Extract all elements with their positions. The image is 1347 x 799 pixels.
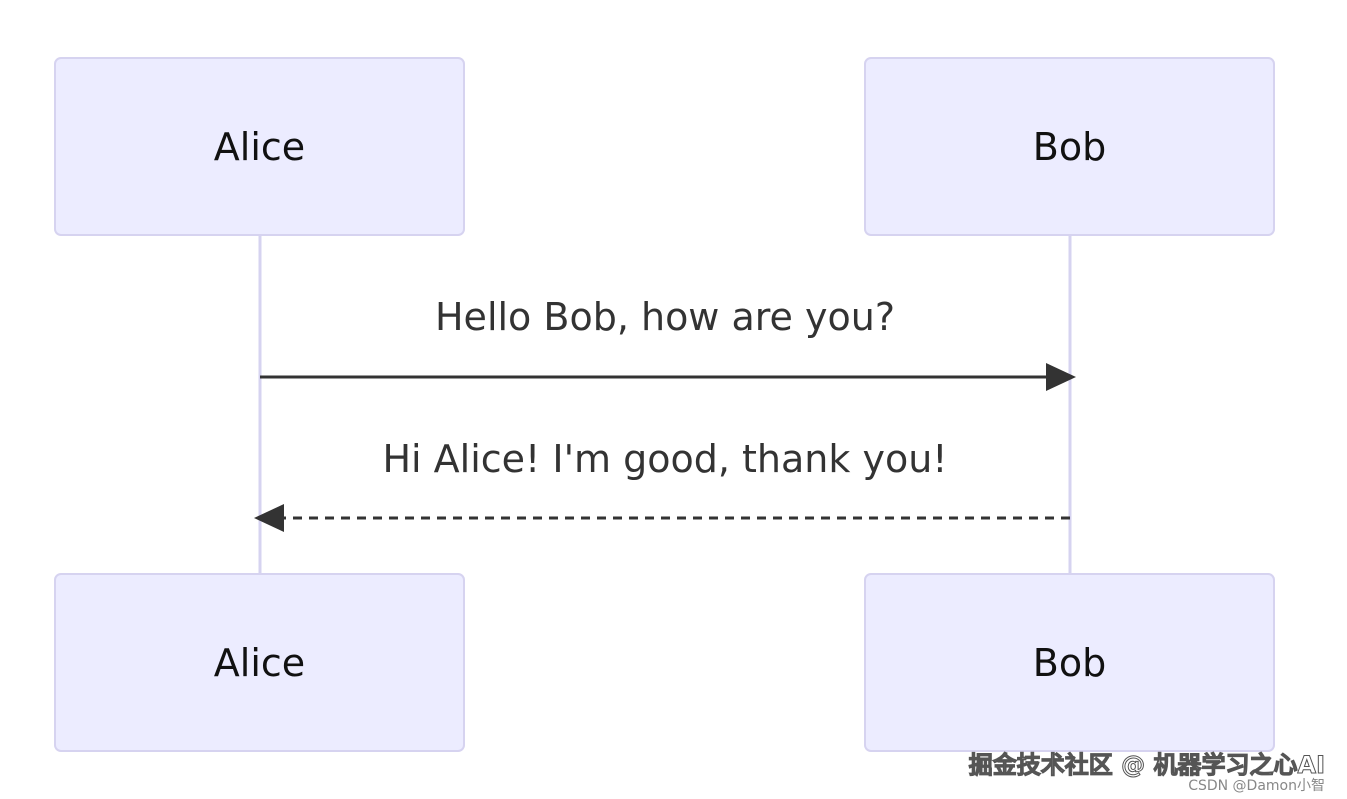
watermark-line-1: 掘金技术社区 @ 机器学习之心AI bbox=[968, 751, 1325, 779]
alice-actor-top: Alice bbox=[54, 57, 465, 236]
bob-actor-bottom: Bob bbox=[864, 573, 1275, 752]
watermark: 掘金技术社区 @ 机器学习之心AI CSDN @Damon小智 bbox=[968, 751, 1325, 794]
message-1: Hello Bob, how are you? bbox=[260, 295, 1076, 391]
bob-actor-bottom-label: Bob bbox=[1033, 641, 1106, 685]
alice-actor-top-label: Alice bbox=[214, 125, 305, 169]
bob-actor-top: Bob bbox=[864, 57, 1275, 236]
message-2-label: Hi Alice! I'm good, thank you! bbox=[382, 437, 947, 481]
bob-actor-top-label: Bob bbox=[1033, 125, 1106, 169]
message-1-arrowhead bbox=[1046, 363, 1076, 391]
alice-actor-bottom-label: Alice bbox=[214, 641, 305, 685]
message-2: Hi Alice! I'm good, thank you! bbox=[254, 437, 1070, 532]
alice-actor-bottom: Alice bbox=[54, 573, 465, 752]
message-1-label: Hello Bob, how are you? bbox=[435, 295, 895, 339]
message-2-arrowhead bbox=[254, 504, 284, 532]
watermark-line-2: CSDN @Damon小智 bbox=[1188, 778, 1325, 794]
